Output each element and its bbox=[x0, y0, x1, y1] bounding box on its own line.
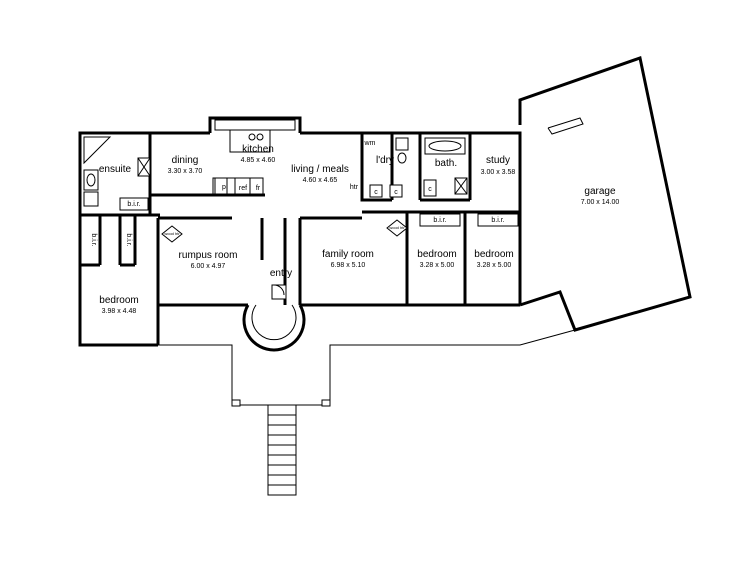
room-dims-kitchen: 4.85 x 4.60 bbox=[241, 157, 276, 164]
fridge-label: ref bbox=[239, 185, 247, 192]
room-name-living: living / meals bbox=[291, 164, 349, 175]
bath-fixtures bbox=[395, 137, 468, 195]
room-name-family: family room bbox=[322, 249, 374, 260]
bir-label-bedroom-a: b.i.r. bbox=[90, 233, 97, 246]
room-dims-living: 4.60 x 4.65 bbox=[303, 177, 338, 184]
wood-heater-rumpus-label: wood htr bbox=[164, 231, 180, 236]
ensuite-fixtures bbox=[83, 136, 151, 207]
interior-walls bbox=[80, 133, 520, 305]
room-name-study: study bbox=[486, 155, 510, 166]
exterior-walls bbox=[78, 56, 692, 347]
room-name-dining: dining bbox=[172, 155, 199, 166]
wood-heater-family-label: wood htr bbox=[389, 225, 405, 230]
room-name-bedroom-1: bedroom bbox=[99, 295, 138, 306]
room-name-laundry: l'dry bbox=[376, 155, 394, 166]
room-dims-study: 3.00 x 3.58 bbox=[481, 169, 516, 176]
room-name-rumpus: rumpus room bbox=[179, 250, 238, 261]
room-name-entry: entry bbox=[270, 268, 292, 279]
kitchen-benches bbox=[212, 119, 296, 195]
room-dims-bedroom-2: 3.28 x 5.00 bbox=[420, 262, 455, 269]
fixture-labels: b.i.r. b.i.r. b.i.r. b.i.r. b.i.r. wm ht… bbox=[90, 140, 519, 247]
bir-label-ensuite: b.i.r. bbox=[127, 201, 140, 208]
room-name-ensuite: ensuite bbox=[99, 164, 132, 175]
room-dims-rumpus: 6.00 x 4.97 bbox=[191, 263, 226, 270]
wood-heater-rumpus: wood htr bbox=[161, 225, 183, 243]
room-dims-dining: 3.30 x 3.70 bbox=[168, 168, 203, 175]
room-name-kitchen: kitchen bbox=[242, 144, 274, 155]
room-name-bedroom-3: bedroom bbox=[474, 249, 513, 260]
verandah bbox=[158, 329, 576, 407]
room-name-garage: garage bbox=[584, 186, 616, 197]
heater-label: htr bbox=[350, 184, 359, 191]
room-labels: ensuite dining 3.30 x 3.70 kitchen 4.85 … bbox=[99, 144, 619, 315]
pantry-label: p bbox=[222, 184, 226, 191]
entry-porch bbox=[242, 284, 306, 352]
room-dims-family: 6.98 x 5.10 bbox=[331, 262, 366, 269]
wood-heater-family: wood htr bbox=[386, 219, 408, 237]
cupboard-label-3: c bbox=[428, 186, 432, 193]
freezer-label: fr bbox=[256, 185, 261, 192]
room-dims-garage: 7.00 x 14.00 bbox=[581, 199, 620, 206]
cupboard-label-1: c bbox=[374, 189, 378, 196]
room-dims-bedroom-3: 3.28 x 5.00 bbox=[477, 262, 512, 269]
room-name-bath: bath. bbox=[435, 158, 457, 169]
room-name-bedroom-2: bedroom bbox=[417, 249, 456, 260]
bir-label-bedroom-3: b.i.r. bbox=[491, 217, 504, 224]
stairs bbox=[267, 404, 297, 496]
bir-label-bedroom-b: b.i.r. bbox=[125, 233, 132, 246]
cupboard-label-2: c bbox=[394, 189, 398, 196]
garage-bench bbox=[547, 117, 584, 135]
wm-label: wm bbox=[364, 140, 376, 147]
bir-label-bedroom-2: b.i.r. bbox=[433, 217, 446, 224]
room-dims-bedroom-1: 3.98 x 4.48 bbox=[102, 308, 137, 315]
